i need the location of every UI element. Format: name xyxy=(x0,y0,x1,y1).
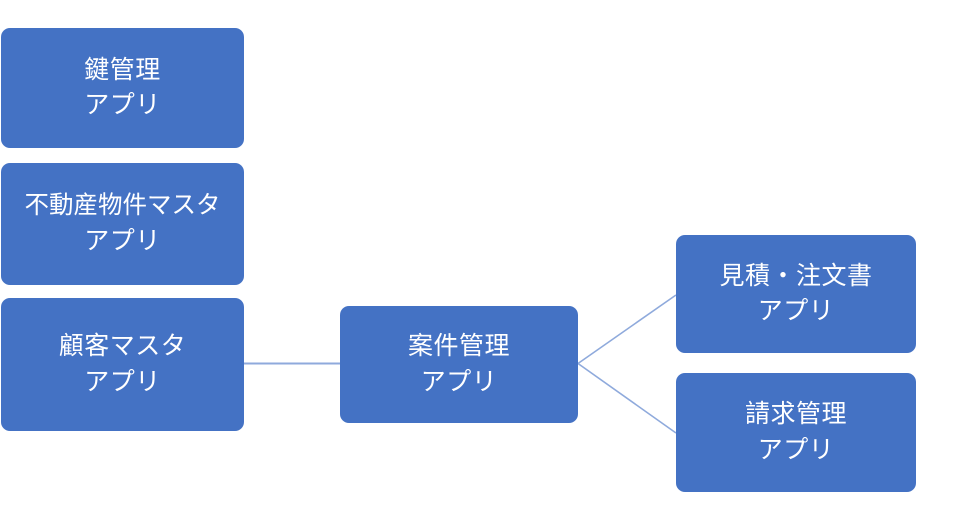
node-label-line1: 顧客マスタ xyxy=(58,332,187,360)
connector-project-to-billing xyxy=(577,362,677,434)
node-label-line1: 案件管理 xyxy=(407,332,510,360)
node-customer-master-app[interactable]: 顧客マスタ アプリ xyxy=(1,298,244,431)
node-label-line2: アプリ xyxy=(757,297,835,325)
node-label-line2: アプリ xyxy=(757,435,835,464)
node-label-line2: アプリ xyxy=(84,226,161,255)
node-real-estate-property-master-app[interactable]: 不動産物件マスタ アプリ xyxy=(1,163,244,285)
connector-project-to-quote xyxy=(577,294,677,365)
node-label-line1: 請求管理 xyxy=(744,400,847,428)
node-key-management-app[interactable]: 鍵管理 アプリ xyxy=(1,28,244,148)
node-billing-management-app[interactable]: 請求管理 アプリ xyxy=(676,373,916,492)
node-project-management-app[interactable]: 案件管理 アプリ xyxy=(340,306,578,423)
node-label-line1: 鍵管理 xyxy=(84,55,161,84)
node-label-line2: アプリ xyxy=(84,367,161,396)
node-label-line2: アプリ xyxy=(84,91,161,119)
node-label-line1: 不動産物件マスタ xyxy=(24,191,221,219)
node-label-line1: 見積・注文書 xyxy=(719,261,873,290)
node-label-line2: アプリ xyxy=(420,367,498,396)
node-quotation-order-form-app[interactable]: 見積・注文書 アプリ xyxy=(676,235,916,353)
